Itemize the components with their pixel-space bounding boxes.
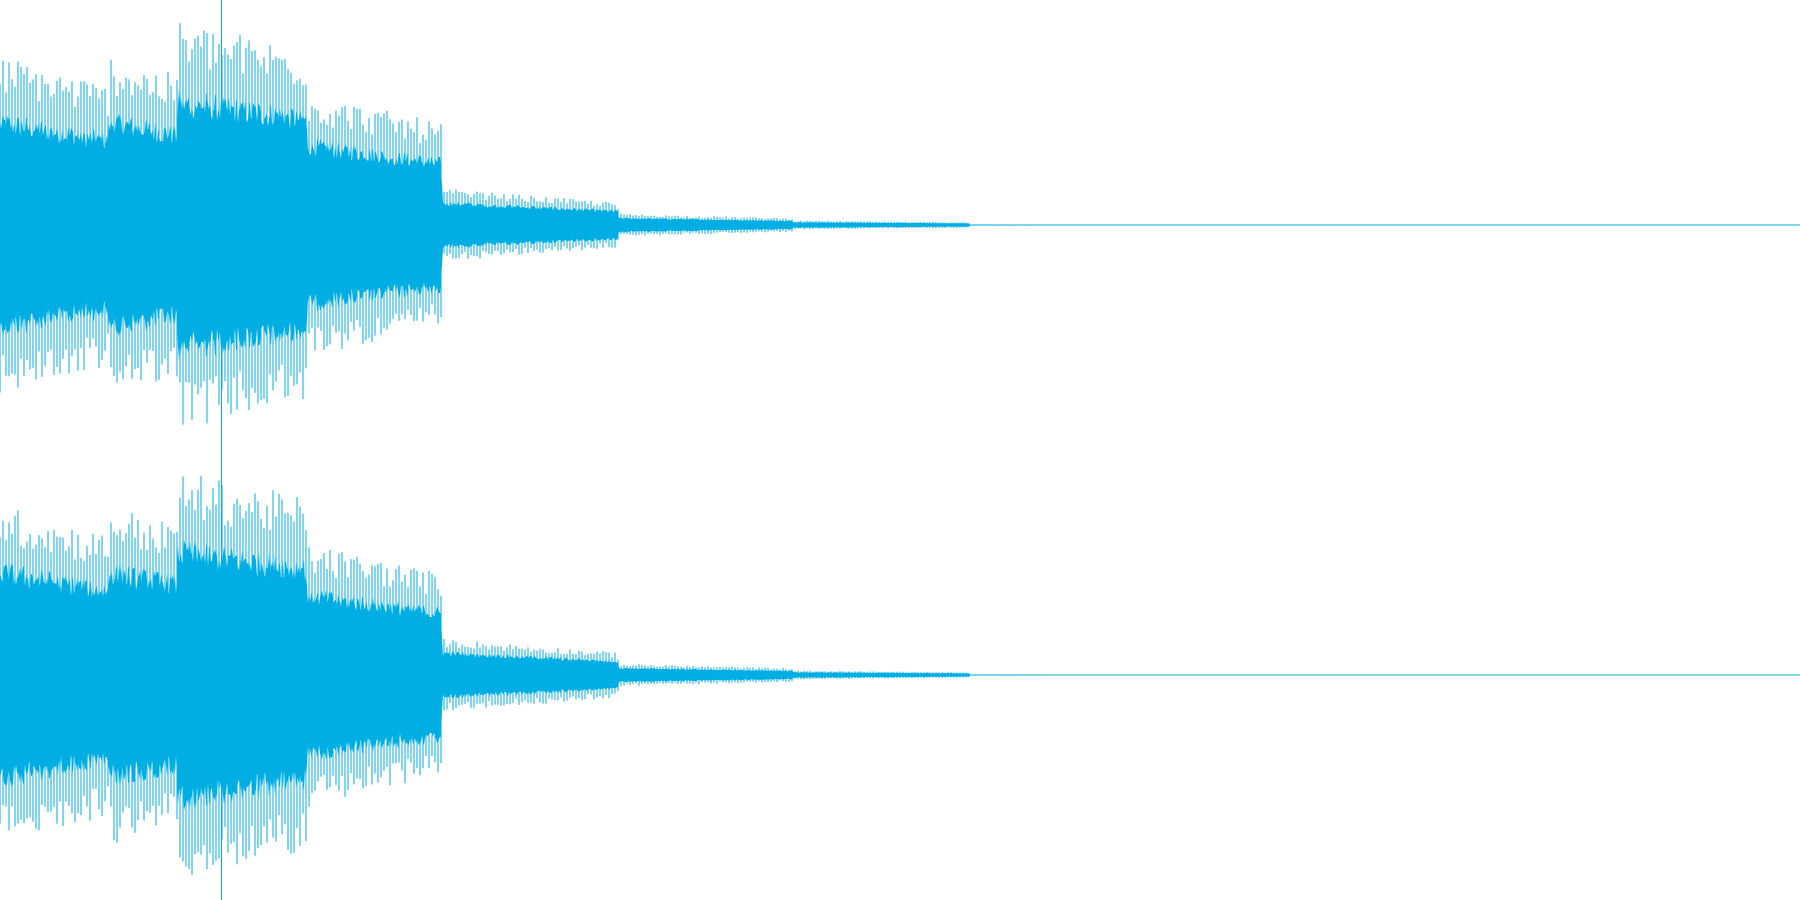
channel-1-waveform <box>0 23 1800 425</box>
channel-2-waveform <box>0 475 1800 875</box>
waveform-channels <box>0 23 1800 875</box>
